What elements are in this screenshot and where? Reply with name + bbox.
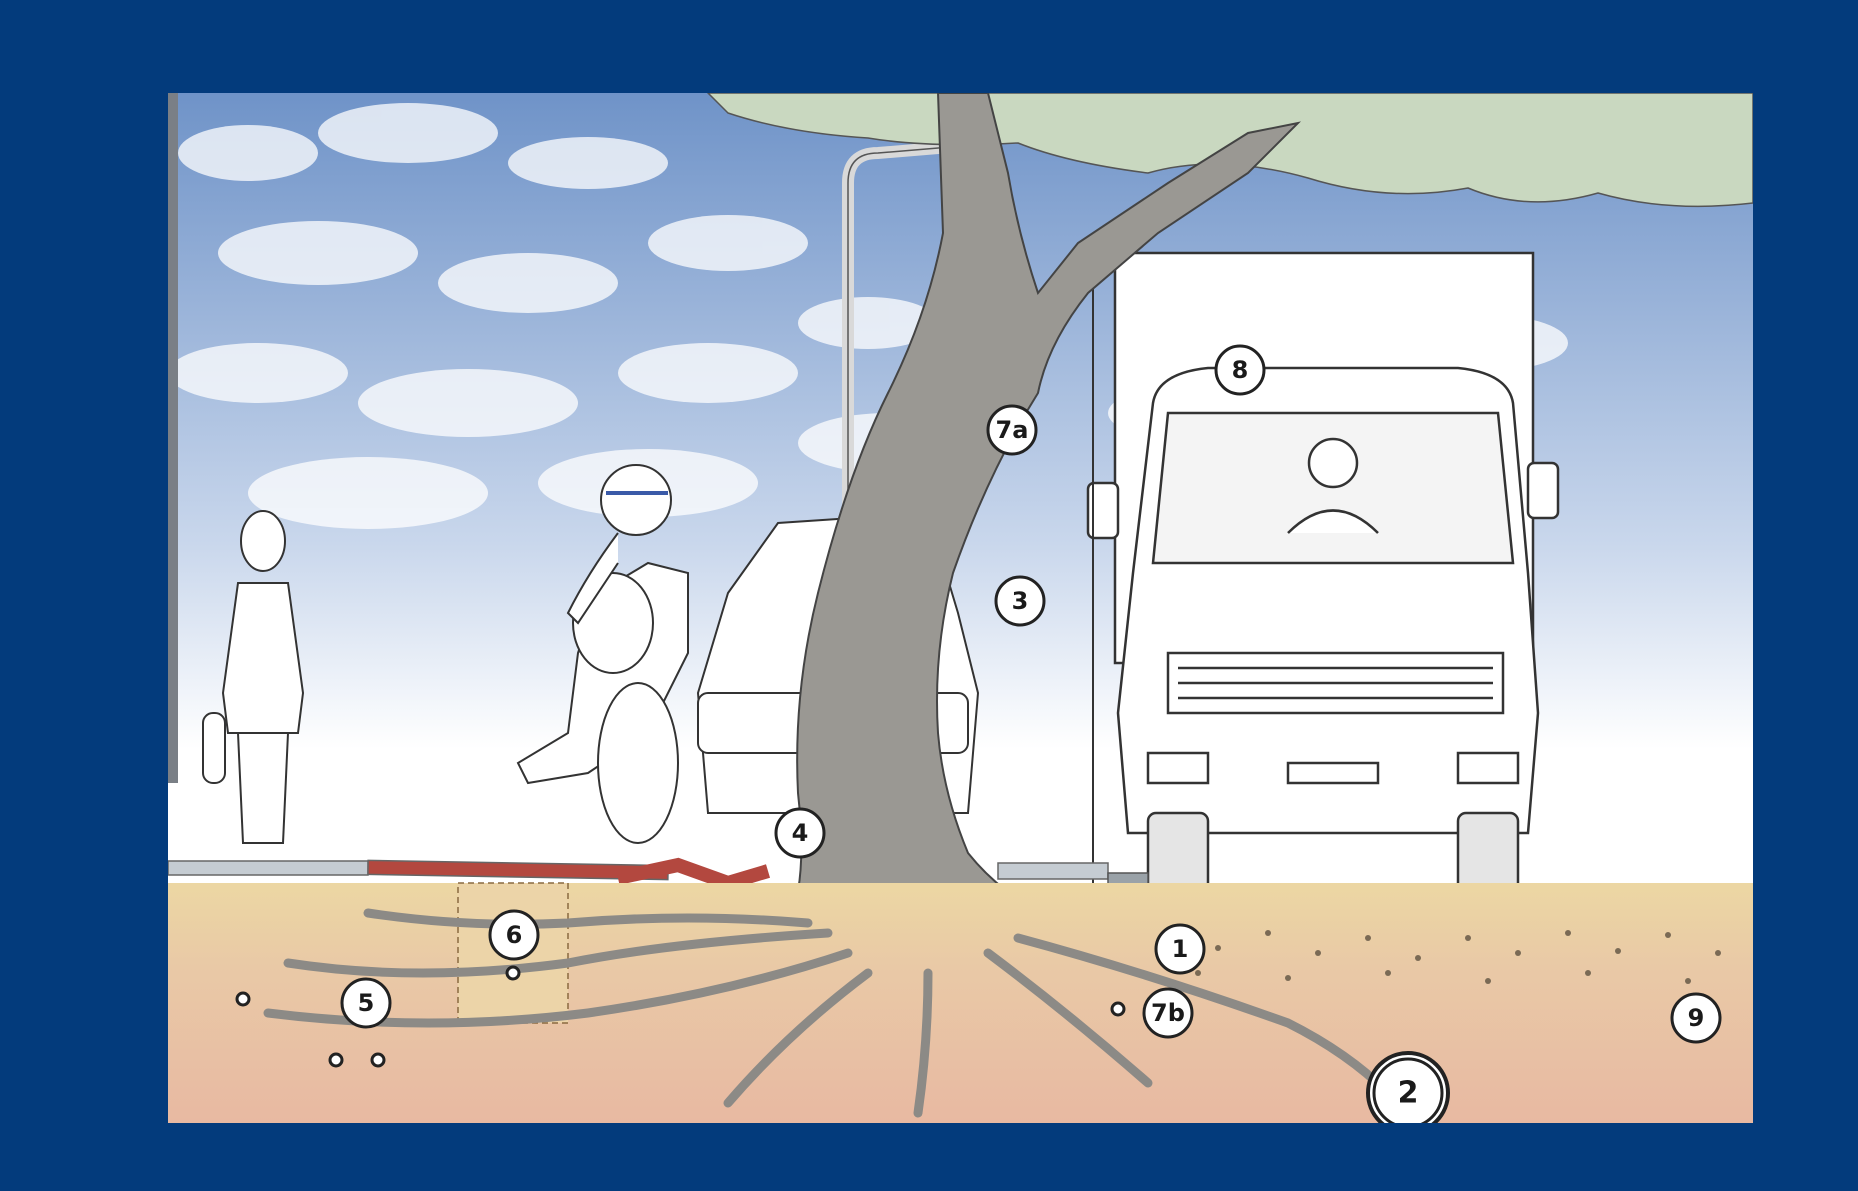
callout-c1: 1 xyxy=(1156,925,1204,973)
callout-label: 2 xyxy=(1398,1076,1419,1111)
callout-label: 6 xyxy=(506,921,523,949)
callout-c8: 8 xyxy=(1216,346,1264,394)
callout-label: 8 xyxy=(1232,356,1249,384)
callout-c4: 4 xyxy=(776,809,824,857)
callout-c9: 9 xyxy=(1672,994,1720,1042)
callout-label: 3 xyxy=(1012,587,1029,615)
callout-c7a: 7a xyxy=(988,406,1036,454)
callout-c2: 2 xyxy=(1374,1059,1442,1123)
callout-label: 7a xyxy=(996,416,1029,444)
callout-label: 1 xyxy=(1172,935,1189,963)
street-tree-diagram: 1 2 3 4 5 6 7a 7b 8 9 xyxy=(168,93,1753,1123)
diagram-canvas: 1 2 3 4 5 6 7a 7b 8 9 xyxy=(168,93,1753,1123)
callout-c3: 3 xyxy=(996,577,1044,625)
left-pole xyxy=(168,93,178,783)
callout-label: 9 xyxy=(1688,1004,1705,1032)
callout-label: 4 xyxy=(792,819,809,847)
callout-label: 7b xyxy=(1151,999,1185,1027)
delivery-truck xyxy=(1088,253,1558,893)
callout-label: 5 xyxy=(358,989,375,1017)
callout-c7b: 7b xyxy=(1144,989,1192,1037)
callout-c5: 5 xyxy=(342,979,390,1027)
callout-c6: 6 xyxy=(490,911,538,959)
